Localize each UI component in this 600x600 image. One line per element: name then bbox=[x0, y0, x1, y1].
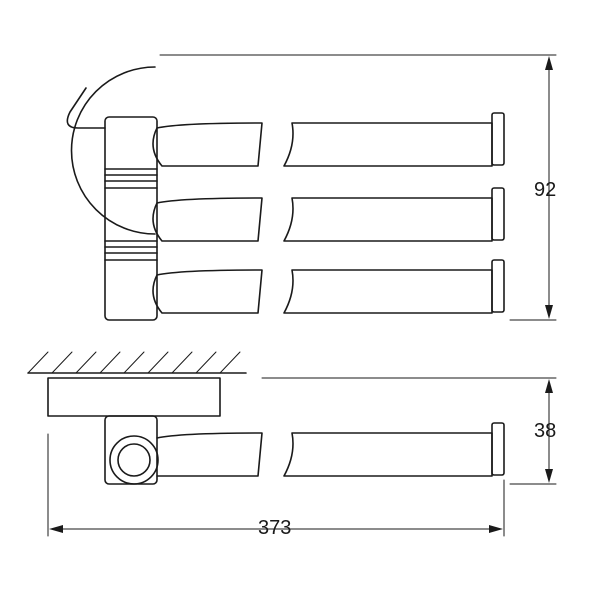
dimension-label-depth: 38 bbox=[534, 420, 556, 442]
flange-hook bbox=[66, 87, 106, 129]
dimension-label-length: 373 bbox=[258, 517, 291, 539]
pivot-ring-outer bbox=[109, 435, 159, 485]
dimension-length: 373 bbox=[47, 433, 505, 539]
pivot-column bbox=[104, 116, 158, 321]
flange-block bbox=[47, 377, 221, 417]
front-view: 92 bbox=[66, 54, 557, 321]
wall-hatch bbox=[27, 351, 247, 374]
dimension-label-height: 92 bbox=[534, 179, 556, 201]
arm-middle bbox=[152, 187, 505, 242]
arm-bottom bbox=[152, 259, 505, 314]
pivot-ring-inner bbox=[117, 443, 151, 477]
wall-flange bbox=[70, 66, 156, 235]
dimension-height: 92 bbox=[159, 54, 557, 321]
bottom-view: 38 373 bbox=[27, 351, 557, 539]
arm-top bbox=[152, 112, 505, 167]
arm-side bbox=[156, 422, 505, 477]
dimension-depth: 38 bbox=[261, 377, 557, 485]
